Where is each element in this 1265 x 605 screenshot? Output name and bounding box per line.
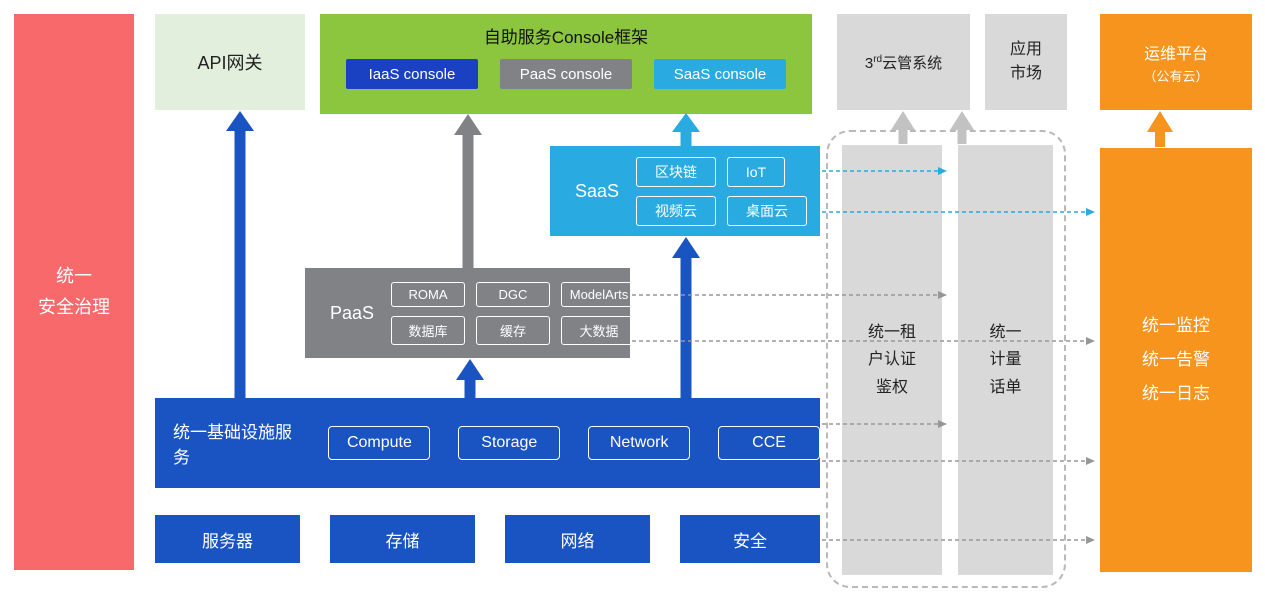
- console-row: IaaS console PaaS console SaaS console: [346, 59, 786, 89]
- saas-item-blockchain: 区块链: [636, 156, 716, 187]
- paas-item-modelarts: ModelArts: [561, 281, 637, 307]
- paas-box: PaaS ROMA DGC ModelArts 数据库 缓存 大数据: [305, 268, 637, 358]
- saas-item-iot: IoT: [727, 156, 785, 187]
- infra-item-compute: Compute: [328, 426, 431, 460]
- monitor-bar: 统一监控 统一告警 统一日志: [1100, 148, 1252, 572]
- infra-item-cce: CCE: [718, 426, 820, 460]
- saas-item-desktop-cloud: 桌面云: [727, 195, 807, 226]
- paas-item-cache: 缓存: [476, 315, 550, 345]
- infra-box: 统一基础设施服务 Compute Storage Network CCE: [155, 398, 820, 488]
- arrow-monitor-to-ops-platform: [1147, 111, 1173, 147]
- paas-item-roma: ROMA: [391, 281, 465, 307]
- paas-item-database: 数据库: [391, 315, 465, 345]
- saas-chip-grid: 区块链 IoT 视频云 桌面云: [636, 156, 807, 226]
- hardware-box-server: 服务器: [155, 515, 300, 563]
- third-party-cloud-box: 3rd云管系统: [837, 14, 970, 110]
- infra-item-network: Network: [588, 426, 691, 460]
- api-gateway-box: API网关: [155, 14, 305, 110]
- arrow-infra-to-saas: [672, 237, 700, 399]
- infra-label: 统一基础设施服务: [173, 423, 292, 467]
- arrow-infra-to-api-gateway: [226, 111, 254, 399]
- saas-label: SaaS: [574, 180, 620, 201]
- hardware-box-storage: 存储: [330, 515, 475, 563]
- saas-item-video-cloud: 视频云: [636, 195, 716, 226]
- saas-box: SaaS 区块链 IoT 视频云 桌面云: [550, 146, 820, 236]
- arrow-paas-to-console: [454, 114, 482, 269]
- iaas-console-chip: IaaS console: [346, 59, 478, 89]
- ops-platform-title: 运维平台: [1143, 45, 1208, 63]
- third-party-cloud-label: 3rd云管系统: [864, 53, 943, 72]
- arrow-saas-to-console: [672, 113, 700, 147]
- paas-item-bigdata: 大数据: [561, 315, 637, 345]
- app-market-box: 应用 市场: [985, 14, 1067, 110]
- ops-platform-subtitle: （公有云）: [1143, 68, 1209, 84]
- console-frame-box: 自助服务Console框架 IaaS console PaaS console …: [320, 14, 812, 114]
- saas-console-chip: SaaS console: [654, 59, 786, 89]
- shared-services-dashed-container: [826, 130, 1066, 588]
- infra-item-storage: Storage: [458, 426, 561, 460]
- hardware-box-network: 网络: [505, 515, 650, 563]
- auth-column: 统一租 户认证 鉴权: [842, 145, 942, 575]
- paas-console-chip: PaaS console: [500, 59, 632, 89]
- arrow-infra-to-paas: [456, 359, 484, 399]
- paas-label: PaaS: [329, 302, 375, 323]
- console-frame-title: 自助服务Console框架: [483, 28, 649, 47]
- ops-platform-box: 运维平台 （公有云）: [1100, 14, 1252, 110]
- hardware-box-security: 安全: [680, 515, 820, 563]
- billing-column: 统一 计量 话单: [958, 145, 1053, 575]
- security-governance-bar: 统一 安全治理: [14, 14, 134, 570]
- paas-item-dgc: DGC: [476, 281, 550, 307]
- paas-chip-grid: ROMA DGC ModelArts 数据库 缓存 大数据: [391, 281, 637, 345]
